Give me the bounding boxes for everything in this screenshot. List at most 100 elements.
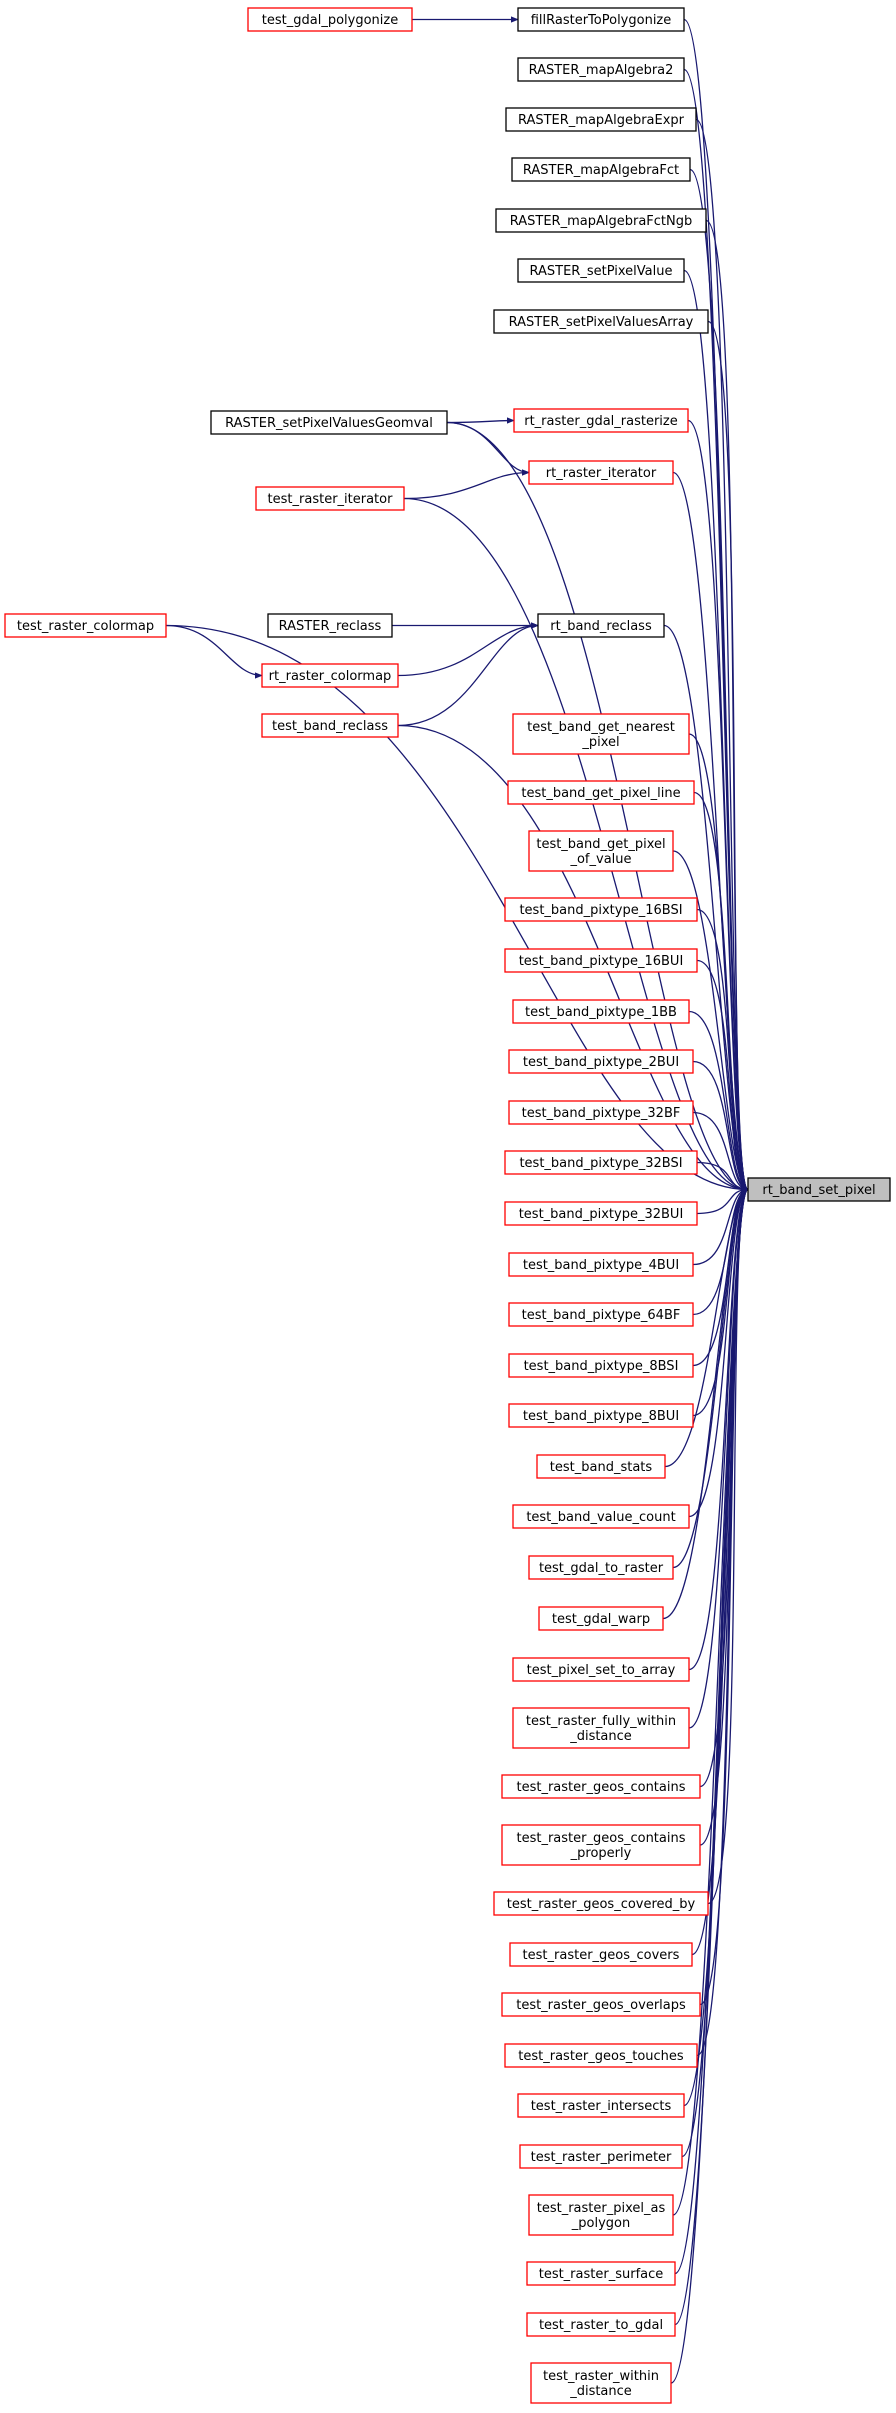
edge-test-band-pixtype-1bb-to-rt-band-set-pixel <box>688 1010 749 1193</box>
node-test-raster-geos-overlaps[interactable]: test_raster_geos_overlaps <box>501 1992 701 2017</box>
node-box <box>517 7 685 32</box>
node-label: test_raster_geos_covers <box>523 1948 680 1963</box>
node-box <box>4 613 167 638</box>
node-raster-mapalgebrafctngb[interactable]: RASTER_mapAlgebraFctNgb <box>495 208 707 233</box>
node-label: test_band_get_nearest <box>527 720 675 735</box>
node-label: test_band_pixtype_8BSI <box>524 1359 679 1374</box>
node-test-band-pixtype-16bui[interactable]: test_band_pixtype_16BUI <box>504 948 698 973</box>
node-test-band-value-count[interactable]: test_band_value_count <box>512 1504 690 1529</box>
node-box <box>528 830 674 872</box>
node-test-band-get-pixel-line[interactable]: test_band_get_pixel_line <box>507 780 695 805</box>
node-box <box>536 1454 666 1479</box>
node-box <box>519 2144 683 2169</box>
node-label: test_band_pixtype_32BSI <box>519 1156 682 1171</box>
node-test-band-get-pixel-of-value[interactable]: test_band_get_pixel_of_value <box>528 830 674 872</box>
node-rt-band-reclass[interactable]: rt_band_reclass <box>537 613 665 638</box>
node-box <box>501 1824 701 1866</box>
node-raster-setpixelvaluesgeomval[interactable]: RASTER_setPixelValuesGeomval <box>210 410 448 435</box>
node-label: test_band_pixtype_8BUI <box>523 1409 679 1424</box>
node-label: test_raster_geos_overlaps <box>516 1998 686 2013</box>
node-test-raster-within-distance[interactable]: test_raster_within_distance <box>530 2362 672 2404</box>
node-box <box>528 2194 674 2236</box>
node-test-raster-iterator[interactable]: test_raster_iterator <box>255 486 405 511</box>
node-label: test_raster_colormap <box>17 619 154 634</box>
node-label: RASTER_mapAlgebraExpr <box>518 113 685 128</box>
edge-test-gdal-warp-to-rt-band-set-pixel <box>662 1186 749 1620</box>
node-test-band-pixtype-4bui[interactable]: test_band_pixtype_4BUI <box>508 1252 694 1277</box>
edge-test-raster-iterator-to-rt-raster-iterator <box>403 469 530 500</box>
node-label: test_raster_iterator <box>268 492 394 507</box>
node-test-band-pixtype-8bsi[interactable]: test_band_pixtype_8BSI <box>508 1353 694 1378</box>
node-test-raster-perimeter[interactable]: test_raster_perimeter <box>519 2144 683 2169</box>
node-box <box>261 713 399 738</box>
node-test-raster-geos-contains-properly[interactable]: test_raster_geos_contains_properly <box>501 1824 701 1866</box>
edge-test-band-pixtype-16bsi-to-rt-band-set-pixel <box>696 908 749 1193</box>
node-test-band-pixtype-32bf[interactable]: test_band_pixtype_32BF <box>508 1100 694 1125</box>
node-test-band-pixtype-64bf[interactable]: test_band_pixtype_64BF <box>508 1302 694 1327</box>
node-box <box>505 107 697 132</box>
edge-raster-setpixelvaluesgeomval-to-rt-band-set-pixel <box>446 421 749 1193</box>
node-label: RASTER_mapAlgebraFctNgb <box>510 214 693 229</box>
node-test-raster-surface[interactable]: test_raster_surface <box>526 2261 676 2286</box>
node-box <box>493 1891 709 1916</box>
node-box <box>528 460 674 485</box>
node-raster-mapalgebrafct[interactable]: RASTER_mapAlgebraFct <box>511 157 691 182</box>
node-box <box>504 1201 698 1226</box>
node-box <box>517 57 685 82</box>
node-test-raster-pixel-as-polygon[interactable]: test_raster_pixel_as_polygon <box>528 2194 674 2236</box>
node-raster-setpixelvalue[interactable]: RASTER_setPixelValue <box>517 258 685 283</box>
node-label: test_band_get_pixel_line <box>521 786 680 801</box>
node-test-band-pixtype-32bui[interactable]: test_band_pixtype_32BUI <box>504 1201 698 1226</box>
node-label: rt_raster_colormap <box>269 669 392 684</box>
node-test-band-pixtype-16bsi[interactable]: test_band_pixtype_16BSI <box>504 897 698 922</box>
node-box <box>504 1150 698 1175</box>
node-test-raster-geos-contains[interactable]: test_raster_geos_contains <box>501 1774 701 1799</box>
node-label: test_band_reclass <box>272 719 388 734</box>
node-test-band-pixtype-2bui[interactable]: test_band_pixtype_2BUI <box>508 1049 694 1074</box>
node-test-raster-to-gdal[interactable]: test_raster_to_gdal <box>526 2312 676 2337</box>
node-test-gdal-polygonize[interactable]: test_gdal_polygonize <box>247 7 413 32</box>
node-fillrastertopolygonize[interactable]: fillRasterToPolygonize <box>517 7 685 32</box>
node-test-gdal-warp[interactable]: test_gdal_warp <box>538 1606 664 1631</box>
node-test-raster-fully-within-distance[interactable]: test_raster_fully_within_distance <box>512 1707 690 1749</box>
node-box <box>517 258 685 283</box>
edge-test-band-reclass-to-rt-band-reclass <box>397 622 539 727</box>
node-box <box>526 2261 676 2286</box>
node-test-raster-colormap[interactable]: test_raster_colormap <box>4 613 167 638</box>
node-label: RASTER_mapAlgebra2 <box>529 63 674 78</box>
node-test-band-pixtype-8bui[interactable]: test_band_pixtype_8BUI <box>508 1403 694 1428</box>
node-test-pixel-set-to-array[interactable]: test_pixel_set_to_array <box>512 1657 690 1682</box>
node-box <box>504 2043 698 2068</box>
node-test-raster-geos-covered-by[interactable]: test_raster_geos_covered_by <box>493 1891 709 1916</box>
node-raster-reclass[interactable]: RASTER_reclass <box>267 613 393 638</box>
node-box <box>504 897 698 922</box>
node-box <box>747 1177 891 1202</box>
node-rt-raster-colormap[interactable]: rt_raster_colormap <box>261 663 399 688</box>
node-label: test_band_pixtype_4BUI <box>523 1258 679 1273</box>
edge-test-raster-colormap-to-rt-raster-colormap <box>165 624 263 679</box>
node-test-band-stats[interactable]: test_band_stats <box>536 1454 666 1479</box>
node-rt-band-set-pixel[interactable]: rt_band_set_pixel <box>747 1177 891 1202</box>
node-test-band-pixtype-32bsi[interactable]: test_band_pixtype_32BSI <box>504 1150 698 1175</box>
node-label: test_band_pixtype_64BF <box>522 1308 681 1323</box>
node-box <box>512 999 690 1024</box>
node-box <box>261 663 399 688</box>
node-box <box>508 1049 694 1074</box>
node-label: test_gdal_to_raster <box>539 1561 664 1576</box>
node-rt-raster-iterator[interactable]: rt_raster_iterator <box>528 460 674 485</box>
node-box <box>537 613 665 638</box>
node-raster-setpixelvaluesarray[interactable]: RASTER_setPixelValuesArray <box>493 309 709 334</box>
node-raster-mapalgebra2[interactable]: RASTER_mapAlgebra2 <box>517 57 685 82</box>
node-test-band-reclass[interactable]: test_band_reclass <box>261 713 399 738</box>
node-test-raster-geos-covers[interactable]: test_raster_geos_covers <box>509 1942 693 1967</box>
node-test-band-get-nearest-pixel[interactable]: test_band_get_nearest_pixel <box>512 713 690 755</box>
node-box <box>210 410 448 435</box>
node-box <box>517 2093 685 2118</box>
node-label: _of_value <box>569 852 631 867</box>
node-raster-mapalgebraexpr[interactable]: RASTER_mapAlgebraExpr <box>505 107 697 132</box>
node-test-band-pixtype-1bb[interactable]: test_band_pixtype_1BB <box>512 999 690 1024</box>
node-test-gdal-to-raster[interactable]: test_gdal_to_raster <box>528 1555 674 1580</box>
node-test-raster-geos-touches[interactable]: test_raster_geos_touches <box>504 2043 698 2068</box>
node-rt-raster-gdal-rasterize[interactable]: rt_raster_gdal_rasterize <box>513 408 689 433</box>
node-test-raster-intersects[interactable]: test_raster_intersects <box>517 2093 685 2118</box>
